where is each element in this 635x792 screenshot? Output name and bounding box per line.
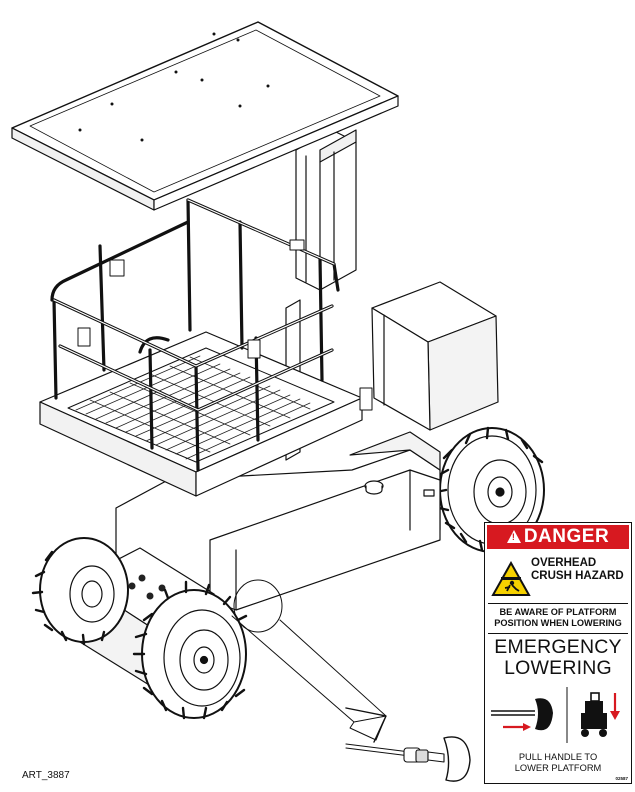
decal-part-code: 02587: [615, 776, 628, 781]
decal-header-text: DANGER: [523, 526, 610, 547]
warning-text: BE AWARE OF PLATFORM POSITION WHEN LOWER…: [494, 607, 622, 628]
emergency-lowering-title: EMERGENCY LOWERING: [494, 636, 622, 679]
callout-leader: [231, 579, 387, 743]
drawing-id: ART_3887: [22, 770, 70, 781]
danger-decal: DANGER OVERHEAD CRUSH HAZARD BE AWARE OF…: [484, 522, 632, 784]
decal-divider: [488, 633, 628, 635]
pull-instruction-text: PULL HANDLE TO LOWER PLATFORM: [514, 752, 602, 773]
decal-divider: [488, 603, 628, 605]
rail-brackets: [77, 239, 373, 411]
pull-handle-icon: [491, 698, 553, 731]
canopy: [11, 21, 399, 211]
emergency-pull-handle-detail: [345, 736, 471, 782]
front-left-wheel: [31, 537, 129, 646]
rear-chassis: [371, 281, 499, 431]
front-right-wheel: [132, 580, 248, 720]
decal-header: DANGER: [487, 525, 629, 549]
hazard-row: OVERHEAD CRUSH HAZARD: [491, 553, 627, 599]
lower-platform-icon: [581, 692, 620, 737]
pull-handle-graphic: [491, 687, 620, 743]
alert-triangle-icon: [506, 529, 521, 543]
hazard-text: OVERHEAD CRUSH HAZARD: [531, 557, 624, 582]
crush-hazard-icon: [491, 561, 531, 596]
